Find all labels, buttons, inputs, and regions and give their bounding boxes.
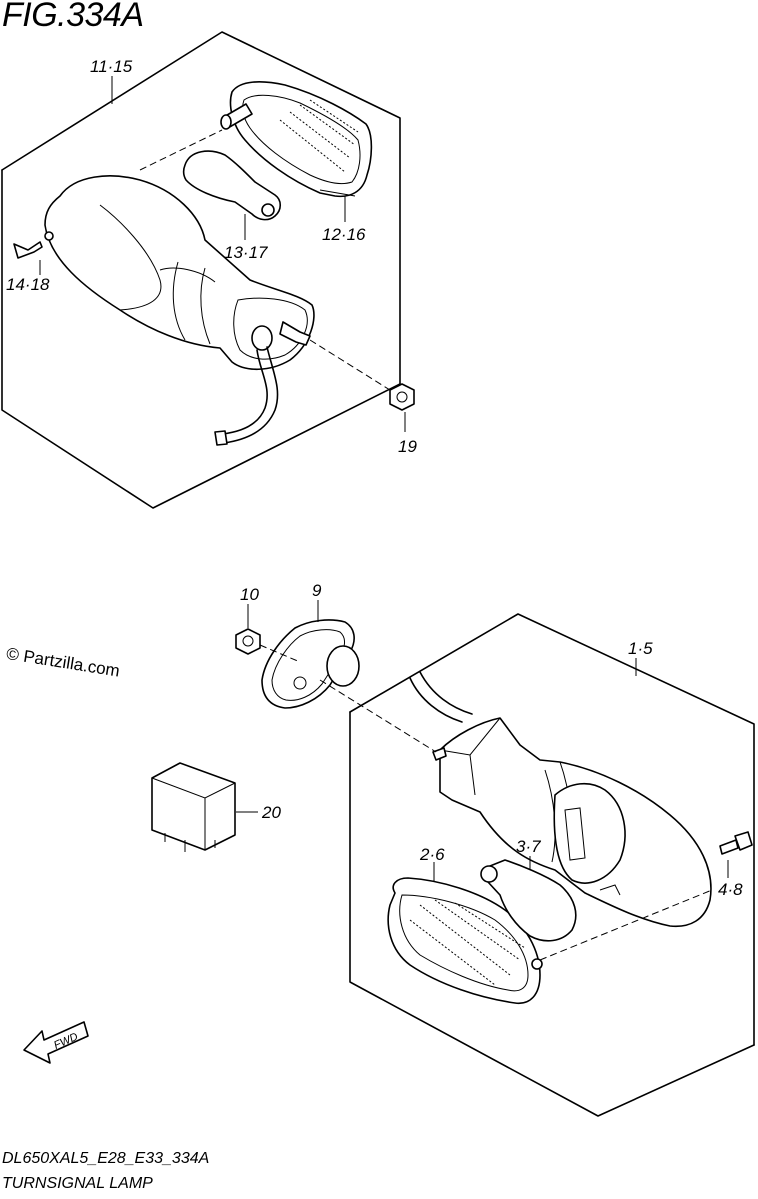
label-upper-screw: 14·18 <box>6 275 50 294</box>
nut <box>235 628 261 655</box>
lower-guide-line <box>319 679 437 753</box>
lower-lens <box>387 877 543 1004</box>
label-lower-bulb: 3·7 <box>516 837 541 856</box>
gasket <box>261 619 360 709</box>
lower-bulb <box>480 859 577 942</box>
upper-screw <box>13 241 43 259</box>
label-lower-lens: 2·6 <box>419 845 445 864</box>
upper-guide-line <box>139 129 223 171</box>
upper-guide-line <box>309 339 391 391</box>
footer-code: DL650XAL5_E28_E33_334A <box>2 1150 210 1167</box>
lower-screw <box>719 831 753 855</box>
label-upper-bulb: 13·17 <box>224 243 268 262</box>
footer-title: TURNSIGNAL LAMP <box>2 1175 153 1192</box>
label-nut: 10 <box>240 585 259 604</box>
lower-guide-line <box>539 889 713 961</box>
lower-lamp-housing <box>409 671 712 928</box>
label-relay: 20 <box>261 803 281 822</box>
upper-lamp-housing <box>44 175 315 446</box>
lower-assembly-box <box>349 613 755 1117</box>
upper-lens <box>220 81 373 198</box>
label-upper-assembly: 11·15 <box>90 57 133 76</box>
label-lower-screw: 4·8 <box>718 880 743 899</box>
label-upper-lens: 12·16 <box>322 225 366 244</box>
lower-guide-line <box>259 644 301 663</box>
label-upper-nut: 19 <box>398 437 417 456</box>
upper-nut <box>389 383 415 411</box>
figure-title: FIG.334A <box>2 0 144 34</box>
label-lower-assembly: 1·5 <box>628 639 653 658</box>
label-gasket: 9 <box>312 581 322 600</box>
fwd-arrow-icon: FWD <box>23 1021 89 1064</box>
relay <box>151 762 236 852</box>
upper-assembly-box <box>1 31 401 509</box>
upper-bulb <box>182 150 282 221</box>
